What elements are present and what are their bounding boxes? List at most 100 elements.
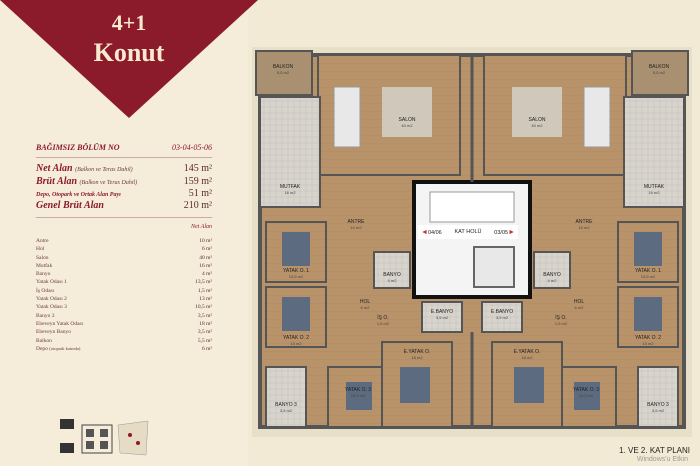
room-name: Mutfak (36, 262, 53, 269)
section-value: 03-04-05-06 (172, 143, 212, 152)
info-panel: 4+1 Konut BAĞIMSIZ BÖLÜM NO 03-04-05-06 … (0, 0, 258, 466)
depo-value: 51 m² (188, 188, 212, 199)
room-area: 4 m² (201, 271, 212, 278)
room-row: Yatak Odası 3 10,5 m² (36, 303, 212, 311)
brut-note: (Balkon ve Teras Dahil) (79, 180, 138, 186)
brut-value: 159 m² (183, 176, 212, 187)
room-name: Ebeveyn Banyo (36, 329, 71, 336)
room-name: İş Odası (36, 287, 55, 294)
hall-center: KAT HOLÜ (454, 229, 482, 235)
room-row: Banyo 3 3,5 m² (36, 312, 212, 320)
room-area: 10 m² (199, 238, 212, 244)
room-name: Hol (36, 246, 45, 253)
floor-plan-drawing (252, 47, 692, 437)
divider (36, 217, 212, 218)
genel-value: 210 m² (183, 200, 212, 211)
room-row: Hol 6 m² (36, 245, 212, 253)
room-area: 3,5 m² (197, 329, 212, 336)
room-area: 13 m² (199, 296, 212, 303)
brut-label: Brüt Alan (36, 176, 78, 187)
hall-left: ◄04/06 (421, 228, 442, 236)
room-area: 16 m² (199, 262, 212, 269)
room-row: Yatak Odası 1 13,5 m² (36, 278, 212, 286)
room-row: Balkon 5,5 m² (36, 337, 212, 345)
net-note: (Balkon ve Teras Dahil) (75, 167, 133, 173)
unit-type-banner: 4+1 Konut (0, 0, 258, 120)
room-row: Mutfak 16 m² (36, 262, 212, 270)
room-area: 1,5 m² (197, 287, 212, 294)
plan-label: E.YATAK O.18 m2 (403, 349, 431, 360)
room-area: 6 m² (201, 345, 212, 352)
plan-label: İŞ O.1,5 m2 (376, 315, 390, 326)
room-area: 18 m² (199, 320, 212, 327)
room-name: Banyo 3 (36, 312, 55, 319)
unit-title: Konut (93, 38, 165, 67)
room-note: (otopark katında) (49, 345, 81, 351)
room-area: 6 m² (201, 246, 212, 253)
room-name: Yatak Odası 3 (36, 304, 67, 311)
watermark: Windows'u Etkin (636, 456, 688, 463)
banner-shape (0, 0, 258, 118)
arrow-right-icon: ► (508, 228, 515, 236)
genel-label: Genel Brüt Alan (36, 200, 104, 211)
depo-row: Depo, Otopark ve Ortak Alan Payı 51 m² (36, 188, 212, 199)
genel-brut-row: Genel Brüt Alan 210 m² (36, 200, 212, 211)
room-area: 40 m² (199, 254, 212, 261)
room-row: Ebeveyn Banyo 3,5 m² (36, 328, 212, 336)
brut-area-row: Brüt Alan (Balkon ve Teras Dahil) 159 m² (36, 176, 212, 187)
net-area-row: Net Alan (Balkon ve Teras Dahil) 145 m² (36, 163, 212, 174)
plan-label: İŞ O.1,5 m2 (554, 315, 568, 326)
room-name: Antre (36, 238, 49, 244)
depo-label: Depo, Otopark ve Ortak Alan Payı (36, 192, 121, 198)
site-plan-thumbnail (60, 419, 149, 456)
room-area: 5,5 m² (197, 337, 212, 344)
section-header: BAĞIMSIZ BÖLÜM NO 03-04-05-06 (36, 143, 212, 152)
room-name: Ebeveyn Yatak Odası (36, 320, 84, 327)
room-name: Yatak Odası 1 (36, 279, 67, 286)
room-area: 13,5 m² (195, 279, 212, 286)
net-label: Net Alan (36, 163, 73, 174)
floor-hall-bar: ◄04/06 KAT HOLÜ 03/05► (418, 225, 518, 239)
arrow-left-icon: ◄ (421, 228, 428, 236)
room-name: Banyo (36, 271, 51, 278)
room-area: 10,5 m² (195, 304, 212, 311)
room-row: Antre 10 m² (36, 237, 212, 245)
net-value: 145 m² (183, 163, 212, 174)
room-row: Depo (otopark katında) 6 m² (36, 345, 212, 353)
room-row: İş Odası 1,5 m² (36, 287, 212, 295)
room-name: Depo (otopark katında) (36, 345, 81, 352)
section-label: BAĞIMSIZ BÖLÜM NO (36, 143, 120, 152)
unit-number: 4+1 (111, 10, 147, 35)
room-name: Balkon (36, 337, 52, 344)
floor-plan-title: 1. VE 2. KAT PLANI (619, 446, 690, 455)
divider (36, 157, 212, 158)
room-area: 3,5 m² (197, 312, 212, 319)
plan-label: E.YATAK O.18 m2 (513, 349, 541, 360)
room-row: Ebeveyn Yatak Odası 18 m² (36, 320, 212, 328)
net-alan-header: Net Alan (190, 224, 212, 230)
